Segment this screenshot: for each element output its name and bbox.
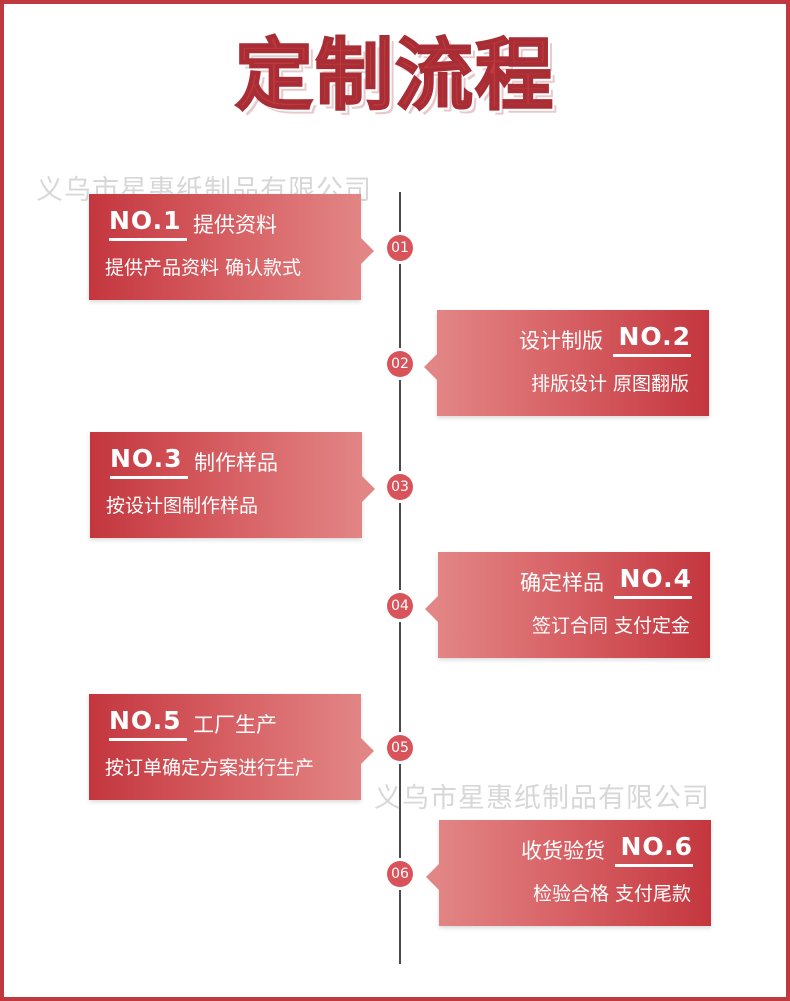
step-card-1: NO.1 提供资料 提供产品资料 确认款式 xyxy=(89,194,374,300)
step-name: 工厂生产 xyxy=(193,713,277,737)
step-desc: 检验合格 支付尾款 xyxy=(532,883,691,905)
step-dot-1: 01 xyxy=(387,235,413,261)
step-dot-4: 04 xyxy=(387,593,413,619)
step-card-2: NO.2 设计制版 排版设计 原图翻版 xyxy=(424,310,709,416)
step-number: NO.4 xyxy=(614,564,692,599)
step-card-5: NO.5 工厂生产 按订单确定方案进行生产 xyxy=(89,694,374,800)
step-number: NO.2 xyxy=(613,322,691,357)
step-desc: 签订合同 支付定金 xyxy=(531,615,690,637)
step-name: 确定样品 xyxy=(520,571,604,595)
step-dot-5: 05 xyxy=(387,735,413,761)
step-name: 设计制版 xyxy=(519,329,603,353)
step-name: 制作样品 xyxy=(194,451,278,475)
timeline-line xyxy=(399,192,401,964)
watermark-bottom: 义乌市星惠纸制品有限公司 xyxy=(374,783,710,814)
step-number: NO.5 xyxy=(109,706,187,741)
step-dot-6: 06 xyxy=(387,861,413,887)
step-card-6: NO.6 收货验货 检验合格 支付尾款 xyxy=(426,820,711,926)
step-desc: 排版设计 原图翻版 xyxy=(530,373,689,395)
step-dot-2: 02 xyxy=(387,351,413,377)
step-dot-3: 03 xyxy=(387,474,413,500)
step-name: 提供资料 xyxy=(193,213,277,237)
step-number: NO.1 xyxy=(109,206,187,241)
step-desc: 按订单确定方案进行生产 xyxy=(105,757,315,779)
step-desc: 提供产品资料 确认款式 xyxy=(105,257,302,279)
step-number: NO.6 xyxy=(615,832,693,867)
page-title: 定制流程 xyxy=(234,30,555,122)
step-number: NO.3 xyxy=(110,444,188,479)
step-card-3: NO.3 制作样品 按设计图制作样品 xyxy=(90,432,375,538)
step-name: 收货验货 xyxy=(521,839,605,863)
step-card-4: NO.4 确定样品 签订合同 支付定金 xyxy=(425,552,710,658)
step-desc: 按设计图制作样品 xyxy=(106,495,259,517)
